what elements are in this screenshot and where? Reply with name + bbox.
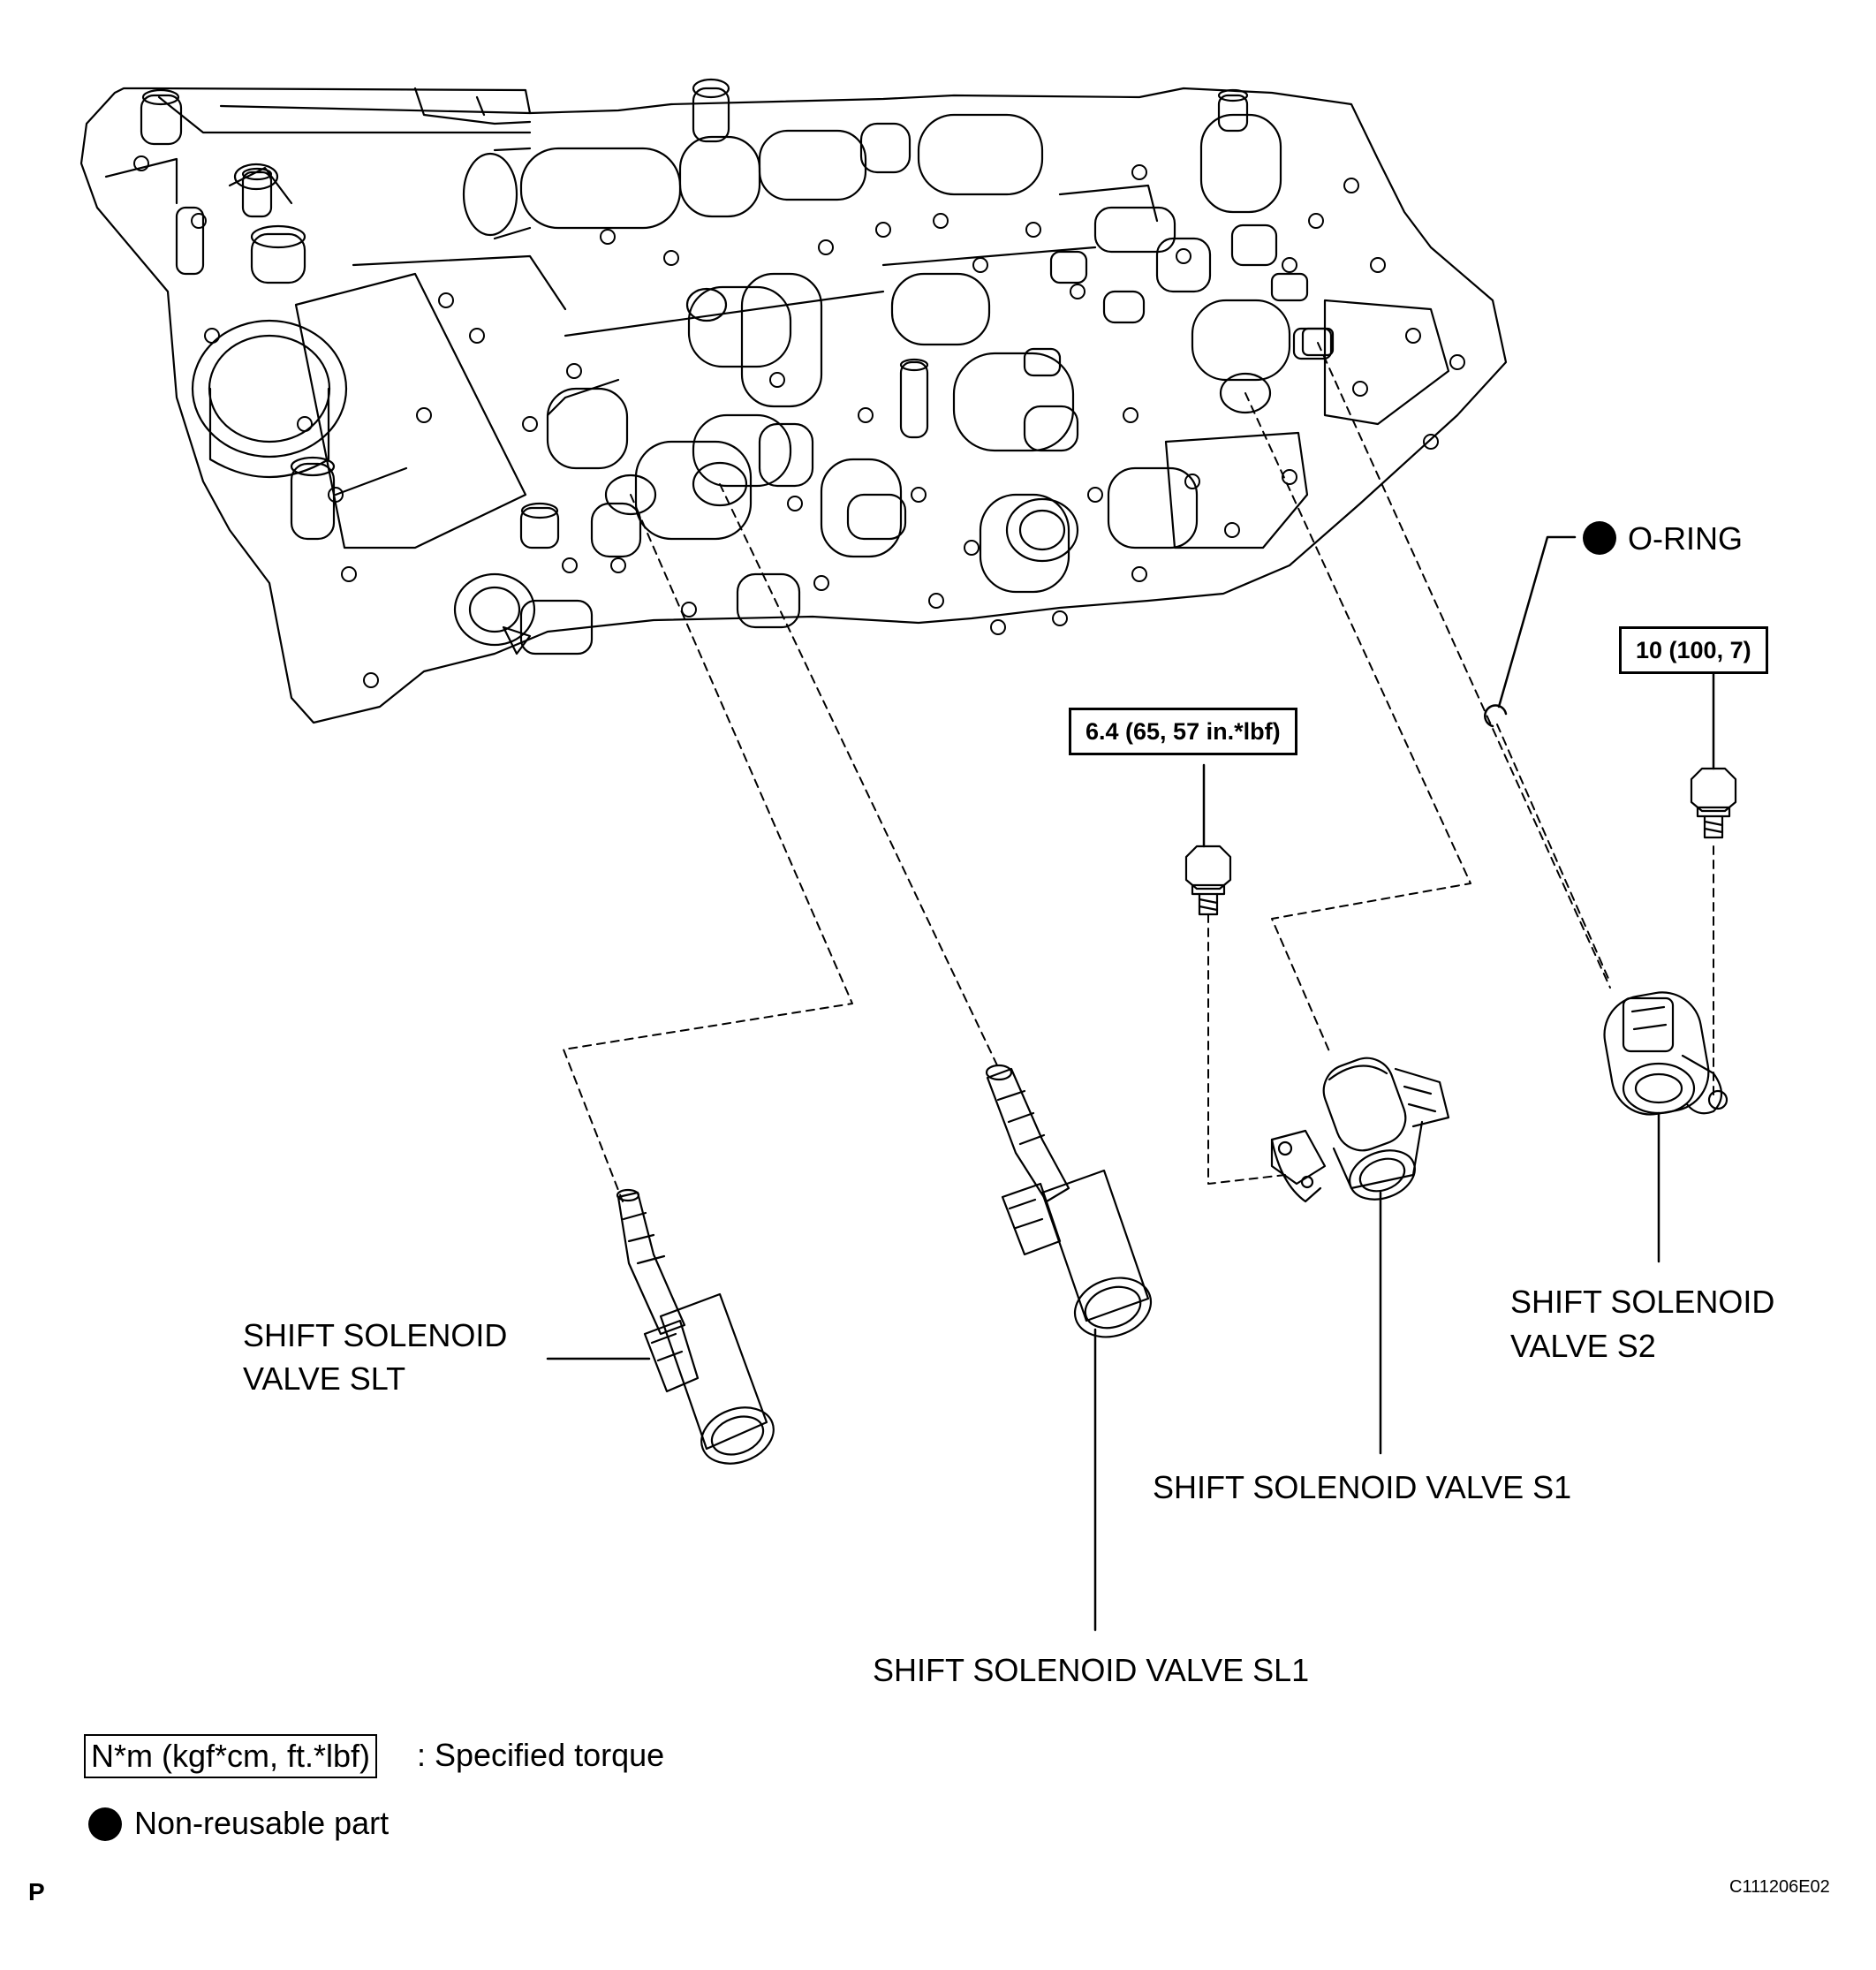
dash-slt	[563, 494, 853, 1202]
valve-body-outline	[79, 87, 1508, 724]
non-reusable-marker-oring	[1583, 521, 1616, 555]
label-solenoid-s1: SHIFT SOLENOID VALVE S1	[1153, 1469, 1572, 1505]
label-solenoid-sl1: SHIFT SOLENOID VALVE SL1	[873, 1652, 1310, 1688]
legend-non-reusable-label: Non-reusable part	[134, 1805, 390, 1841]
torque-spec-s2: 10 (100, 7)	[1619, 626, 1768, 674]
port-s1	[1219, 372, 1272, 414]
bolt-s2	[1690, 767, 1737, 839]
label-solenoid-slt-line1: SHIFT SOLENOID	[243, 1317, 508, 1353]
legend-non-reusable-icon	[88, 1807, 122, 1841]
label-o-ring: O-RING	[1628, 520, 1743, 557]
valve-body-assembly	[79, 78, 1508, 724]
port-sl1	[692, 461, 748, 507]
port-s2	[1301, 327, 1335, 357]
solenoid-s2	[1603, 991, 1728, 1116]
dash-sl1	[719, 483, 999, 1068]
page-mark: P	[28, 1878, 45, 1906]
torque-spec-s1: 6.4 (65, 57 in.*lbf)	[1069, 708, 1297, 755]
dash-bolt-s1	[1207, 913, 1286, 1185]
bolt-s1	[1184, 845, 1232, 916]
label-leader-lines	[546, 535, 1715, 1632]
legend-torque-unit: N*m (kgf*cm, ft.*lbf)	[84, 1734, 378, 1778]
label-solenoid-s2-line1: SHIFT SOLENOID	[1510, 1284, 1775, 1320]
legend-torque-desc: : Specified torque	[417, 1737, 665, 1773]
dash-s1	[1244, 392, 1471, 1052]
dash-s2	[1317, 342, 1611, 989]
dash-oring	[1496, 724, 1610, 981]
label-solenoid-slt-line2: VALVE SLT	[243, 1360, 406, 1397]
label-solenoid-s2-line2: VALVE S2	[1510, 1328, 1656, 1364]
solenoid-slt	[616, 1188, 775, 1465]
assembly-leader-lines	[563, 342, 1714, 1202]
o-ring-icon	[1484, 704, 1508, 728]
solenoid-sl1	[985, 1064, 1153, 1338]
figure-code: C111206E02	[1729, 1877, 1830, 1897]
solenoid-s1	[1270, 1057, 1450, 1203]
leader-oring	[1497, 535, 1577, 708]
port-slt	[604, 474, 657, 516]
